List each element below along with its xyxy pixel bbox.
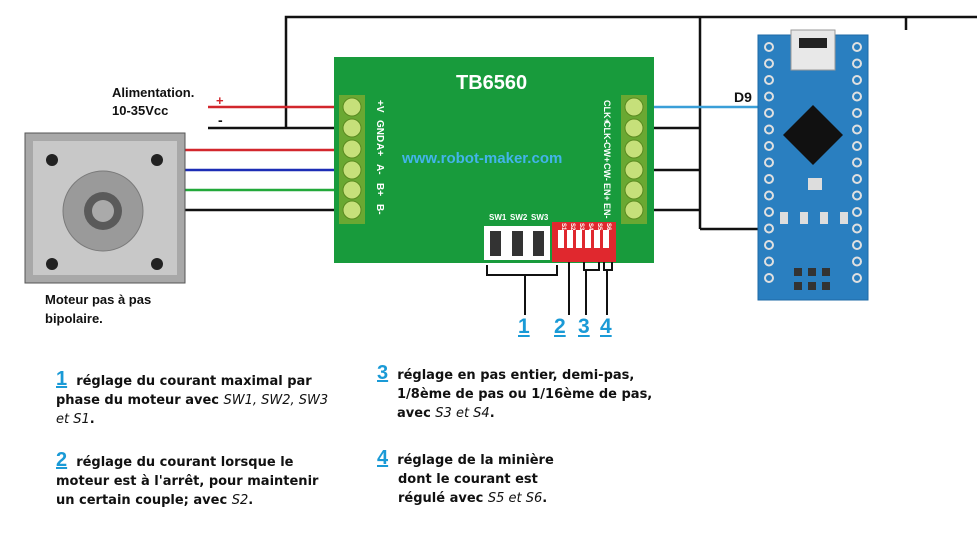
note-2-number: 2 bbox=[56, 449, 68, 471]
header-pin bbox=[764, 75, 774, 85]
switch-label: SW3 bbox=[531, 213, 549, 222]
stepper-motor bbox=[24, 132, 186, 284]
header-pin bbox=[764, 58, 774, 69]
note-4-line2: dont le courant est bbox=[398, 472, 538, 487]
note-3-line1: réglage en pas entier, demi-pas, bbox=[397, 368, 635, 383]
header-pin bbox=[764, 157, 774, 168]
gnd-bus-wire bbox=[284, 15, 977, 128]
left-pin-label: B- bbox=[374, 204, 385, 215]
note-4-line3-em: S5 et S6 bbox=[487, 491, 543, 506]
header-pin bbox=[852, 240, 862, 250]
callout-number-2: 2 bbox=[554, 315, 566, 338]
note-3-line2: 1/8ème de pas ou 1/16ème de pas, bbox=[397, 387, 653, 402]
left-pin-label: B+ bbox=[374, 183, 385, 197]
header-pin bbox=[764, 240, 774, 250]
power-minus-sign: - bbox=[218, 112, 223, 128]
note-3: 3 réglage en pas entier, demi-pas, 1/8èm… bbox=[377, 362, 677, 423]
callout-brackets bbox=[486, 262, 613, 315]
right-pin-label: CLK- bbox=[602, 121, 612, 143]
note-2-line3-em: S2 bbox=[231, 493, 249, 508]
dip-switch-label: S1 bbox=[560, 223, 566, 231]
header-pin bbox=[852, 174, 862, 184]
note-4-line3-suffix: . bbox=[542, 491, 548, 506]
note-4-line1: réglage de la minière bbox=[397, 453, 554, 468]
header-pin bbox=[764, 91, 774, 102]
note-1-line2: phase du moteur avec bbox=[56, 393, 224, 408]
arduino-pin-d9-label: D9 bbox=[734, 89, 752, 105]
note-1-number: 1 bbox=[56, 368, 68, 390]
note-4-number: 4 bbox=[377, 447, 389, 469]
note-2: 2 réglage du courant lorsque le moteur e… bbox=[56, 449, 356, 510]
right-pin-label: EN- bbox=[602, 203, 612, 219]
board-url: www.robot-maker.com bbox=[402, 150, 563, 167]
header-pin bbox=[852, 256, 862, 267]
left-pin-label: +V bbox=[374, 100, 385, 113]
header-pin bbox=[764, 141, 774, 151]
left-pin-label: GND bbox=[374, 120, 385, 143]
note-3-line3-em: S3 et S4 bbox=[435, 406, 490, 421]
header-pin bbox=[764, 223, 774, 234]
note-2-line3-suffix: . bbox=[248, 493, 254, 508]
header-pin bbox=[852, 58, 862, 69]
arduino-nano bbox=[757, 29, 869, 301]
header-pin bbox=[852, 75, 862, 85]
right-pin-label: CW- bbox=[602, 163, 612, 181]
power-label-line2: 10-35Vcc bbox=[112, 103, 169, 118]
note-3-number: 3 bbox=[377, 362, 389, 384]
motor-label-line2: bipolaire. bbox=[45, 311, 103, 326]
header-pin bbox=[852, 273, 862, 283]
switch-label: SW2 bbox=[510, 213, 528, 222]
power-plus-sign: + bbox=[216, 93, 224, 108]
header-pin bbox=[852, 190, 862, 201]
header-pin bbox=[764, 273, 774, 283]
header-pin bbox=[852, 124, 862, 135]
motor-label-line1: Moteur pas à pas bbox=[45, 292, 152, 307]
left-pin-label: A+ bbox=[374, 143, 385, 157]
note-2-line1: réglage du courant lorsque le bbox=[76, 455, 294, 470]
note-1-line2-em: SW1, SW2, SW3 bbox=[223, 393, 329, 408]
header-pin bbox=[764, 174, 774, 184]
note-1: 1 réglage du courant maximal par phase d… bbox=[56, 368, 346, 429]
header-pin bbox=[852, 108, 862, 118]
note-1-line1: réglage du courant maximal par bbox=[76, 374, 312, 389]
switch-label: SW1 bbox=[489, 213, 507, 222]
note-1-line3-suffix: . bbox=[89, 412, 95, 427]
dip-switch-label: S3 bbox=[578, 223, 584, 231]
header-pin bbox=[852, 223, 862, 234]
left-pin-label: A- bbox=[374, 164, 385, 175]
right-pin-label: CW+ bbox=[602, 142, 612, 163]
callout-number-3: 3 bbox=[578, 315, 590, 338]
header-pin bbox=[764, 124, 774, 135]
board-title: TB6560 bbox=[456, 72, 528, 94]
dip-switch-label: S4 bbox=[587, 223, 593, 231]
right-pin-label: EN+ bbox=[602, 183, 612, 201]
header-pin bbox=[764, 190, 774, 201]
note-2-line2: moteur est à l'arrêt, pour maintenir bbox=[56, 474, 319, 489]
note-2-line3: un certain couple; avec bbox=[56, 493, 232, 508]
dip-switch-label: S6 bbox=[605, 223, 611, 231]
header-pin bbox=[852, 141, 862, 151]
header-pin bbox=[764, 256, 774, 267]
callout-number-4: 4 bbox=[600, 315, 612, 338]
header-pin bbox=[852, 207, 862, 217]
note-1-line3-em: et S1 bbox=[56, 412, 90, 427]
header-pin bbox=[764, 42, 774, 52]
header-pin bbox=[852, 42, 862, 52]
header-pin bbox=[764, 108, 774, 118]
note-3-line3: avec bbox=[397, 406, 436, 421]
header-pin bbox=[852, 91, 862, 102]
note-4: 4 réglage de la minière dont le courant … bbox=[377, 447, 677, 508]
callout-number-1: 1 bbox=[518, 315, 530, 338]
header-pin bbox=[764, 207, 774, 217]
tb6560-board bbox=[334, 57, 654, 263]
header-pin bbox=[852, 157, 862, 168]
note-3-line3-suffix: . bbox=[489, 406, 495, 421]
dip-switch-label: S5 bbox=[596, 223, 602, 231]
dip-switch-label: S2 bbox=[569, 223, 575, 231]
power-label-line1: Alimentation. bbox=[112, 85, 195, 100]
note-4-line3: régulé avec bbox=[398, 491, 488, 506]
